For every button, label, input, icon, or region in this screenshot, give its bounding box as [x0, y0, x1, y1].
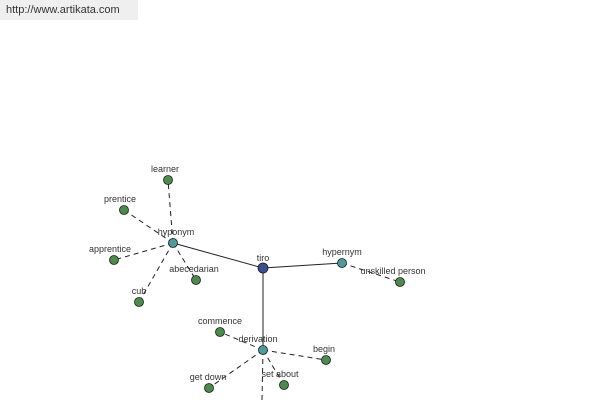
edge-hypernym-unskilled-person [341, 262, 401, 283]
node-label-cub: cub [132, 286, 147, 296]
node-commence[interactable]: commence [198, 316, 242, 337]
node-label-apprentice: apprentice [89, 244, 131, 254]
node-set-about[interactable]: set about [261, 369, 299, 390]
node-label-set-about: set about [261, 369, 299, 379]
edge-tiro-hyponym [172, 242, 264, 269]
node-label-tiro: tiro [257, 253, 270, 263]
edge-hyponym-prentice [123, 209, 174, 244]
edge-hyponym-learner [167, 179, 174, 244]
node-circle-derivation[interactable] [258, 345, 268, 355]
node-circle-tiro[interactable] [257, 262, 269, 274]
node-prentice[interactable]: prentice [104, 194, 136, 215]
node-abecedarian[interactable]: abecedarian [169, 264, 219, 285]
node-derivation[interactable]: derivation [238, 334, 278, 355]
edge-derivation-begin [262, 349, 327, 361]
node-label-hyponym: hyponym [158, 227, 195, 237]
node-circle-begin[interactable] [321, 355, 331, 365]
edge-tiro-hypernym [262, 262, 343, 269]
edge-derivation-commence [219, 331, 264, 351]
edge-hyponym-apprentice [113, 242, 174, 261]
node-circle-cub[interactable] [134, 297, 144, 307]
node-label-learner: learner [151, 164, 179, 174]
edge-derivation-get-down [208, 349, 264, 389]
node-circle-prentice[interactable] [119, 205, 129, 215]
node-unskilled-person[interactable]: unskilled person [360, 266, 426, 287]
node-hyponym[interactable]: hyponym [158, 227, 195, 248]
node-label-derivation: derivation [238, 334, 277, 344]
node-circle-set-about[interactable] [279, 380, 289, 390]
node-learner[interactable]: learner [151, 164, 179, 185]
node-label-get-down: get down [190, 372, 227, 382]
edge-derivation-set-about [262, 349, 285, 386]
edges-layer [113, 179, 401, 400]
node-get-down[interactable]: get down [190, 372, 227, 393]
node-cub[interactable]: cub [132, 286, 147, 307]
node-label-unskilled-person: unskilled person [360, 266, 425, 276]
node-circle-apprentice[interactable] [109, 255, 119, 265]
node-circle-get-down[interactable] [204, 383, 214, 393]
node-circle-hyponym[interactable] [168, 238, 178, 248]
edge-hyponym-cub [138, 242, 174, 303]
node-circle-commence[interactable] [215, 327, 225, 337]
node-label-prentice: prentice [104, 194, 136, 204]
node-circle-unskilled-person[interactable] [395, 277, 405, 287]
node-label-commence: commence [198, 316, 242, 326]
node-label-abecedarian: abecedarian [169, 264, 219, 274]
nodes-layer: learner prentice apprentice cub abecedarian u… [89, 164, 426, 393]
node-begin[interactable]: begin [313, 344, 335, 365]
node-label-begin: begin [313, 344, 335, 354]
node-label-hypernym: hypernym [322, 247, 362, 257]
node-circle-learner[interactable] [163, 175, 173, 185]
node-apprentice[interactable]: apprentice [89, 244, 131, 265]
node-tiro[interactable]: tiro [257, 253, 270, 274]
source-url-banner[interactable]: http://www.artikata.com [0, 0, 138, 20]
node-hypernym[interactable]: hypernym [322, 247, 362, 268]
edge-hyponym-abecedarian [172, 242, 197, 281]
node-circle-abecedarian[interactable] [191, 275, 201, 285]
node-circle-hypernym[interactable] [337, 258, 347, 268]
